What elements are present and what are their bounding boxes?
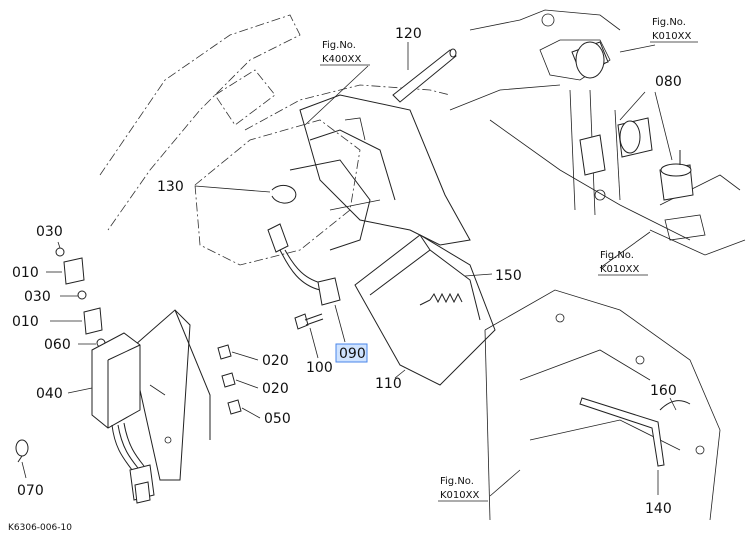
part-label-060[interactable]: 060	[44, 337, 71, 353]
leader-lines	[21, 42, 677, 497]
part-label-030-a[interactable]: 030	[36, 224, 63, 240]
part-090-sensor	[267, 223, 341, 306]
part-110-plate	[354, 234, 496, 386]
part-080-assembly	[571, 41, 694, 201]
part-label-120[interactable]: 120	[395, 26, 422, 42]
part-140-rod	[579, 397, 665, 467]
fig-ref-k010-top[interactable]: Fig.No. K010XX	[650, 17, 698, 43]
part-label-130[interactable]: 130	[157, 179, 184, 195]
frame-outline-left	[99, 14, 451, 266]
part-050-bolt	[227, 399, 242, 415]
part-120-pin	[392, 48, 457, 103]
part-label-010-b[interactable]: 010	[12, 314, 39, 330]
part-070-clamp	[15, 439, 29, 463]
part-020-bolts	[217, 344, 236, 388]
part-label-040[interactable]: 040	[36, 386, 63, 402]
part-030-nuts	[55, 247, 87, 300]
part-label-090[interactable]: 090	[339, 346, 366, 362]
part-label-070[interactable]: 070	[17, 483, 44, 499]
part-label-080[interactable]: 080	[655, 74, 682, 90]
frame-outline-right	[449, 9, 746, 256]
highlight-box-090	[335, 343, 368, 363]
part-label-110[interactable]: 110	[375, 376, 402, 392]
main-bracket	[289, 94, 471, 251]
fig-ref-k010-top-label: Fig.No.	[652, 17, 686, 28]
fig-ref-k010-mid[interactable]: Fig.No. K010XX	[598, 250, 648, 276]
part-150-spring	[419, 292, 463, 306]
fig-ref-k400-label: Fig.No.	[322, 40, 356, 51]
part-040-controller	[91, 332, 155, 504]
part-label-160[interactable]: 160	[650, 383, 677, 399]
fig-ref-k400[interactable]: Fig.No. K400XX	[320, 40, 370, 66]
fig-ref-k010-mid-label: Fig.No.	[600, 250, 634, 261]
fig-ref-k010-bottom-label: Fig.No.	[440, 476, 474, 487]
part-label-010-a[interactable]: 010	[12, 265, 39, 281]
part-label-100[interactable]: 100	[306, 360, 333, 376]
part-100-bolt	[294, 313, 324, 330]
fig-ref-k400-code: K400XX	[322, 54, 361, 65]
part-label-020-a[interactable]: 020	[262, 353, 289, 369]
part-label-150[interactable]: 150	[495, 268, 522, 284]
part-label-140[interactable]: 140	[645, 501, 672, 517]
part-010-relay-a	[63, 257, 85, 285]
left-bracket	[134, 309, 211, 481]
part-160-pin	[659, 400, 691, 411]
fig-ref-k010-bottom[interactable]: Fig.No. K010XX	[438, 476, 488, 502]
part-130-clip	[271, 185, 297, 204]
fig-ref-k010-bottom-code: K010XX	[440, 490, 479, 501]
part-010-relay-b	[83, 307, 103, 335]
fig-ref-k010-mid-code: K010XX	[600, 264, 639, 275]
diagram-code: K6306-006-10	[8, 523, 72, 533]
fig-ref-k010-top-code: K010XX	[652, 31, 691, 42]
part-label-030-b[interactable]: 030	[24, 289, 51, 305]
part-label-020-b[interactable]: 020	[262, 381, 289, 397]
part-label-050[interactable]: 050	[264, 411, 291, 427]
